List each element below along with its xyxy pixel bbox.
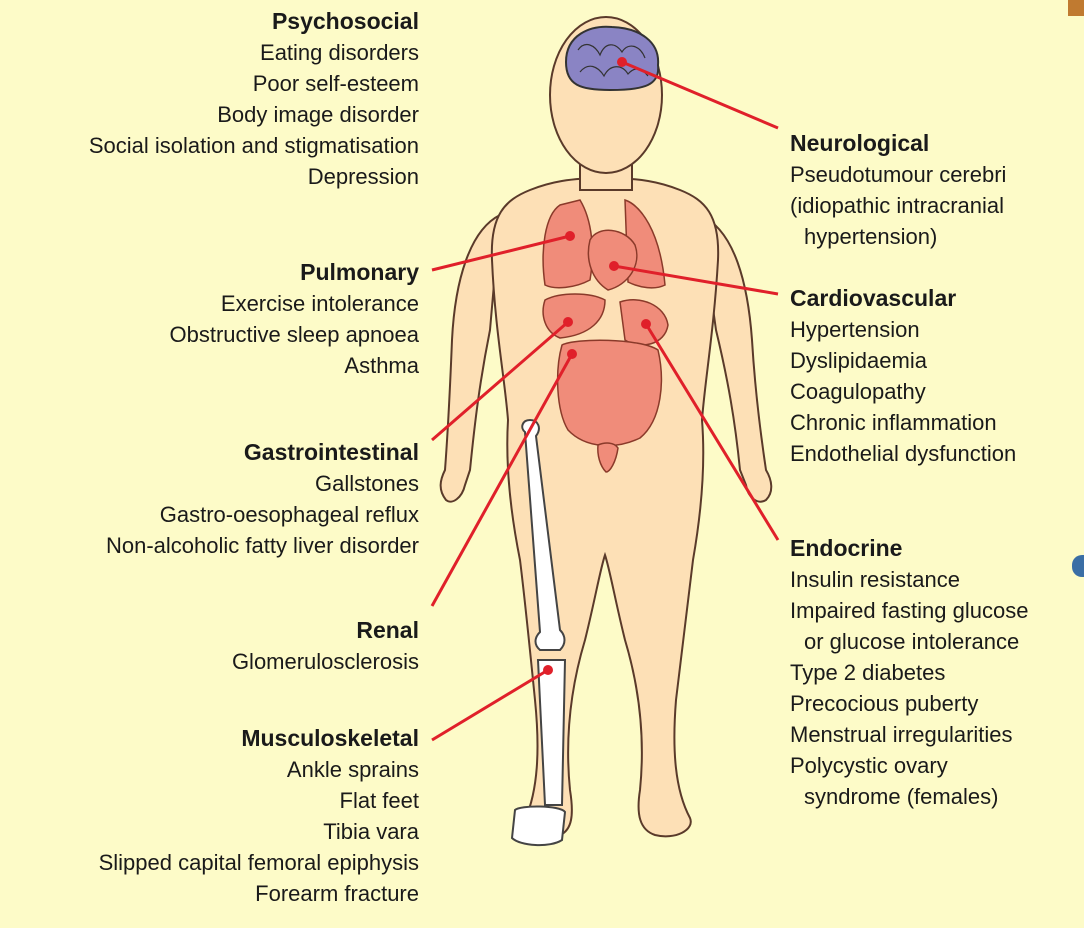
musculoskeletal-item: Forearm fracture bbox=[99, 878, 419, 909]
gastrointestinal-group: Gastrointestinal Gallstones Gastro-oesop… bbox=[106, 437, 419, 561]
neurological-item: Pseudotumour cerebri bbox=[790, 159, 1006, 190]
endocrine-item: Menstrual irregularities bbox=[790, 719, 1028, 750]
neurological-item: hypertension) bbox=[790, 221, 1006, 252]
endocrine-item: or glucose intolerance bbox=[790, 626, 1028, 657]
musculoskeletal-item: Flat feet bbox=[99, 785, 419, 816]
endocrine-item: Impaired fasting glucose bbox=[790, 595, 1028, 626]
pulmonary-item: Asthma bbox=[170, 350, 420, 381]
neurological-group: Neurological Pseudotumour cerebri (idiop… bbox=[790, 128, 1006, 252]
renal-group: Renal Glomerulosclerosis bbox=[232, 615, 419, 677]
musculoskeletal-item: Tibia vara bbox=[99, 816, 419, 847]
psychosocial-group: Psychosocial Eating disorders Poor self-… bbox=[89, 6, 419, 192]
pulmonary-heading: Pulmonary bbox=[170, 257, 420, 288]
cardiovascular-item: Endothelial dysfunction bbox=[790, 438, 1016, 469]
pulmonary-item: Exercise intolerance bbox=[170, 288, 420, 319]
renal-heading: Renal bbox=[232, 615, 419, 646]
psychosocial-heading: Psychosocial bbox=[89, 6, 419, 37]
brain bbox=[566, 27, 658, 90]
endocrine-heading: Endocrine bbox=[790, 533, 1028, 564]
corner-ornament-top bbox=[1068, 0, 1084, 16]
cardiovascular-item: Chronic inflammation bbox=[790, 407, 1016, 438]
neurological-heading: Neurological bbox=[790, 128, 1006, 159]
cardiovascular-item: Coagulopathy bbox=[790, 376, 1016, 407]
endocrine-item: Insulin resistance bbox=[790, 564, 1028, 595]
pulmonary-item: Obstructive sleep apnoea bbox=[170, 319, 420, 350]
gastrointestinal-item: Gallstones bbox=[106, 468, 419, 499]
gastrointestinal-item: Non-alcoholic fatty liver disorder bbox=[106, 530, 419, 561]
musculoskeletal-item: Ankle sprains bbox=[99, 754, 419, 785]
psychosocial-item: Poor self-esteem bbox=[89, 68, 419, 99]
cardiovascular-item: Dyslipidaemia bbox=[790, 345, 1016, 376]
psychosocial-item: Social isolation and stigmatisation bbox=[89, 130, 419, 161]
musculoskeletal-item: Slipped capital femoral epiphysis bbox=[99, 847, 419, 878]
corner-ornament-mid bbox=[1072, 555, 1084, 577]
cardiovascular-item: Hypertension bbox=[790, 314, 1016, 345]
cardiovascular-heading: Cardiovascular bbox=[790, 283, 1016, 314]
psychosocial-item: Depression bbox=[89, 161, 419, 192]
neurological-item: (idiopathic intracranial bbox=[790, 190, 1006, 221]
gastrointestinal-item: Gastro-oesophageal reflux bbox=[106, 499, 419, 530]
pulmonary-group: Pulmonary Exercise intolerance Obstructi… bbox=[170, 257, 420, 381]
endocrine-item: Precocious puberty bbox=[790, 688, 1028, 719]
endocrine-item: Polycystic ovary bbox=[790, 750, 1028, 781]
renal-item: Glomerulosclerosis bbox=[232, 646, 419, 677]
endocrine-group: Endocrine Insulin resistance Impaired fa… bbox=[790, 533, 1028, 812]
musculoskeletal-group: Musculoskeletal Ankle sprains Flat feet … bbox=[99, 723, 419, 909]
cardiovascular-group: Cardiovascular Hypertension Dyslipidaemi… bbox=[790, 283, 1016, 469]
musculoskeletal-heading: Musculoskeletal bbox=[99, 723, 419, 754]
pointer-musculoskeletal bbox=[432, 670, 548, 740]
psychosocial-item: Body image disorder bbox=[89, 99, 419, 130]
gastrointestinal-heading: Gastrointestinal bbox=[106, 437, 419, 468]
psychosocial-item: Eating disorders bbox=[89, 37, 419, 68]
endocrine-item: syndrome (females) bbox=[790, 781, 1028, 812]
endocrine-item: Type 2 diabetes bbox=[790, 657, 1028, 688]
